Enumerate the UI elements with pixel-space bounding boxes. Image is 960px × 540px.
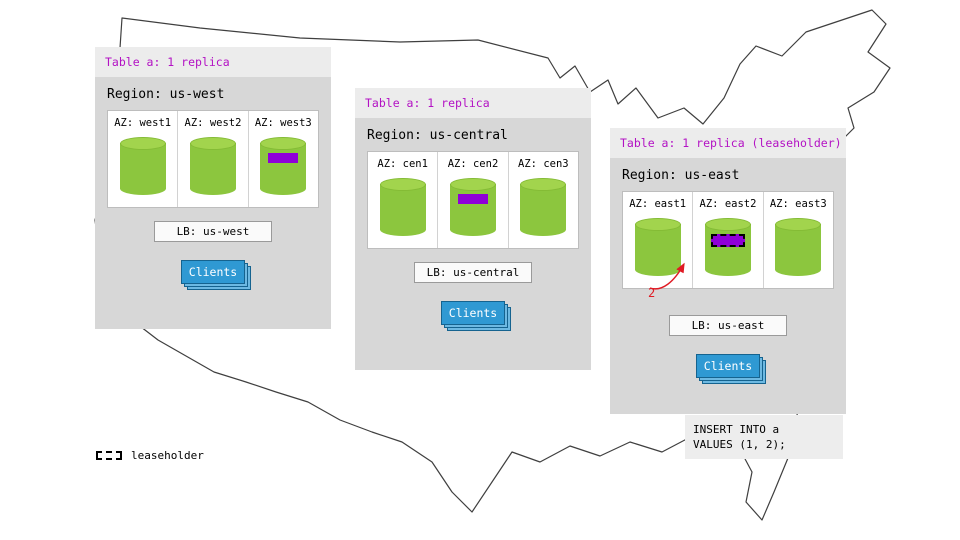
database-cylinder (189, 137, 236, 195)
az-label: AZ: cen3 (518, 158, 569, 170)
replica-marker (457, 194, 488, 204)
az-label: AZ: east3 (769, 198, 827, 210)
cylinder-top (449, 178, 496, 191)
az-cell: AZ: east1 (623, 192, 694, 288)
cylinder-body (379, 184, 426, 230)
az-label: AZ: cen2 (447, 158, 499, 170)
region-panel-us-east: Table a: 1 replica (leaseholder) Region:… (610, 128, 846, 414)
region-panel-body: Region: us-central AZ: cen1 AZ: cen2 (355, 118, 591, 370)
cylinder-top (119, 137, 166, 150)
az-table: AZ: west1 AZ: west2 (107, 110, 319, 208)
region-panel-body: Region: us-east AZ: east1 AZ: east2 (610, 158, 846, 414)
database-cylinder (379, 178, 426, 236)
cylinder-body (449, 184, 496, 230)
sql-line-1: INSERT INTO a (693, 423, 780, 436)
cylinder-body (775, 224, 822, 270)
region-title: Region: us-central (367, 128, 508, 143)
sql-line-2: VALUES (1, 2); (693, 438, 786, 451)
az-table: AZ: cen1 AZ: cen2 (367, 151, 579, 249)
database-cylinder (520, 178, 567, 236)
az-label: AZ: east1 (629, 198, 687, 210)
cylinder-body (704, 224, 751, 270)
database-cylinder (704, 218, 751, 276)
cylinder-bottom (634, 263, 681, 276)
cylinder-top (775, 218, 822, 231)
cylinder-top (634, 218, 681, 231)
cylinder-body (520, 184, 567, 230)
cylinder-bottom (775, 263, 822, 276)
table-replica-banner: Table a: 1 replica (95, 47, 331, 77)
az-cell: AZ: cen3 (509, 152, 578, 248)
region-panel-us-central: Table a: 1 replica Region: us-central AZ… (355, 88, 591, 370)
cylinder-bottom (704, 263, 751, 276)
database-cylinder (119, 137, 166, 195)
database-cylinder (449, 178, 496, 236)
leaseholder-legend: leaseholder (96, 449, 204, 462)
table-replica-banner: Table a: 1 replica (355, 88, 591, 118)
clients-button: Clients (181, 260, 245, 284)
region-panel-body: Region: us-west AZ: west1 AZ: west2 (95, 77, 331, 329)
cylinder-bottom (260, 182, 307, 195)
cylinder-top (520, 178, 567, 191)
region-title: Region: us-east (622, 168, 740, 183)
cylinder-top (379, 178, 426, 191)
az-cell: AZ: east3 (764, 192, 833, 288)
database-cylinder (634, 218, 681, 276)
load-balancer: LB: us-central (414, 262, 532, 283)
cylinder-body (119, 143, 166, 189)
cylinder-bottom (520, 223, 567, 236)
az-label: AZ: west1 (114, 117, 172, 129)
region-panel-us-west: Table a: 1 replica Region: us-west AZ: w… (95, 47, 331, 329)
az-label: AZ: west3 (254, 117, 312, 129)
cylinder-bottom (119, 182, 166, 195)
region-title: Region: us-west (107, 87, 225, 102)
az-cell: AZ: east2 (693, 192, 764, 288)
az-cell: AZ: west1 (108, 111, 179, 207)
table-replica-banner: Table a: 1 replica (leaseholder) (610, 128, 846, 158)
cylinder-body (189, 143, 236, 189)
load-balancer: LB: us-west (154, 221, 272, 242)
leaseholder-marker (710, 234, 745, 247)
cylinder-top (260, 137, 307, 150)
az-label: AZ: cen1 (377, 158, 428, 170)
insert-arrow-icon (649, 262, 685, 290)
az-cell: AZ: cen2 (438, 152, 509, 248)
cylinder-bottom (189, 182, 236, 195)
step-2-label: 2 (648, 286, 656, 300)
leaseholder-legend-label: leaseholder (131, 449, 204, 462)
clients-button: Clients (696, 354, 760, 378)
az-cell: AZ: west2 (178, 111, 249, 207)
cylinder-body (260, 143, 307, 189)
az-label: AZ: east2 (699, 198, 757, 210)
replica-marker (268, 153, 299, 163)
leaseholder-legend-swatch (96, 451, 122, 460)
database-cylinder (260, 137, 307, 195)
clients-button: Clients (441, 301, 505, 325)
cylinder-top (189, 137, 236, 150)
az-cell: AZ: west3 (249, 111, 318, 207)
database-cylinder (775, 218, 822, 276)
cylinder-bottom (449, 223, 496, 236)
cylinder-bottom (379, 223, 426, 236)
cylinder-body (634, 224, 681, 270)
load-balancer: LB: us-east (669, 315, 787, 336)
cylinder-top (704, 218, 751, 231)
az-table: AZ: east1 AZ: east2 (622, 191, 834, 289)
sql-insert-note: INSERT INTO a VALUES (1, 2); (685, 415, 843, 459)
az-label: AZ: west2 (184, 117, 242, 129)
az-cell: AZ: cen1 (368, 152, 439, 248)
